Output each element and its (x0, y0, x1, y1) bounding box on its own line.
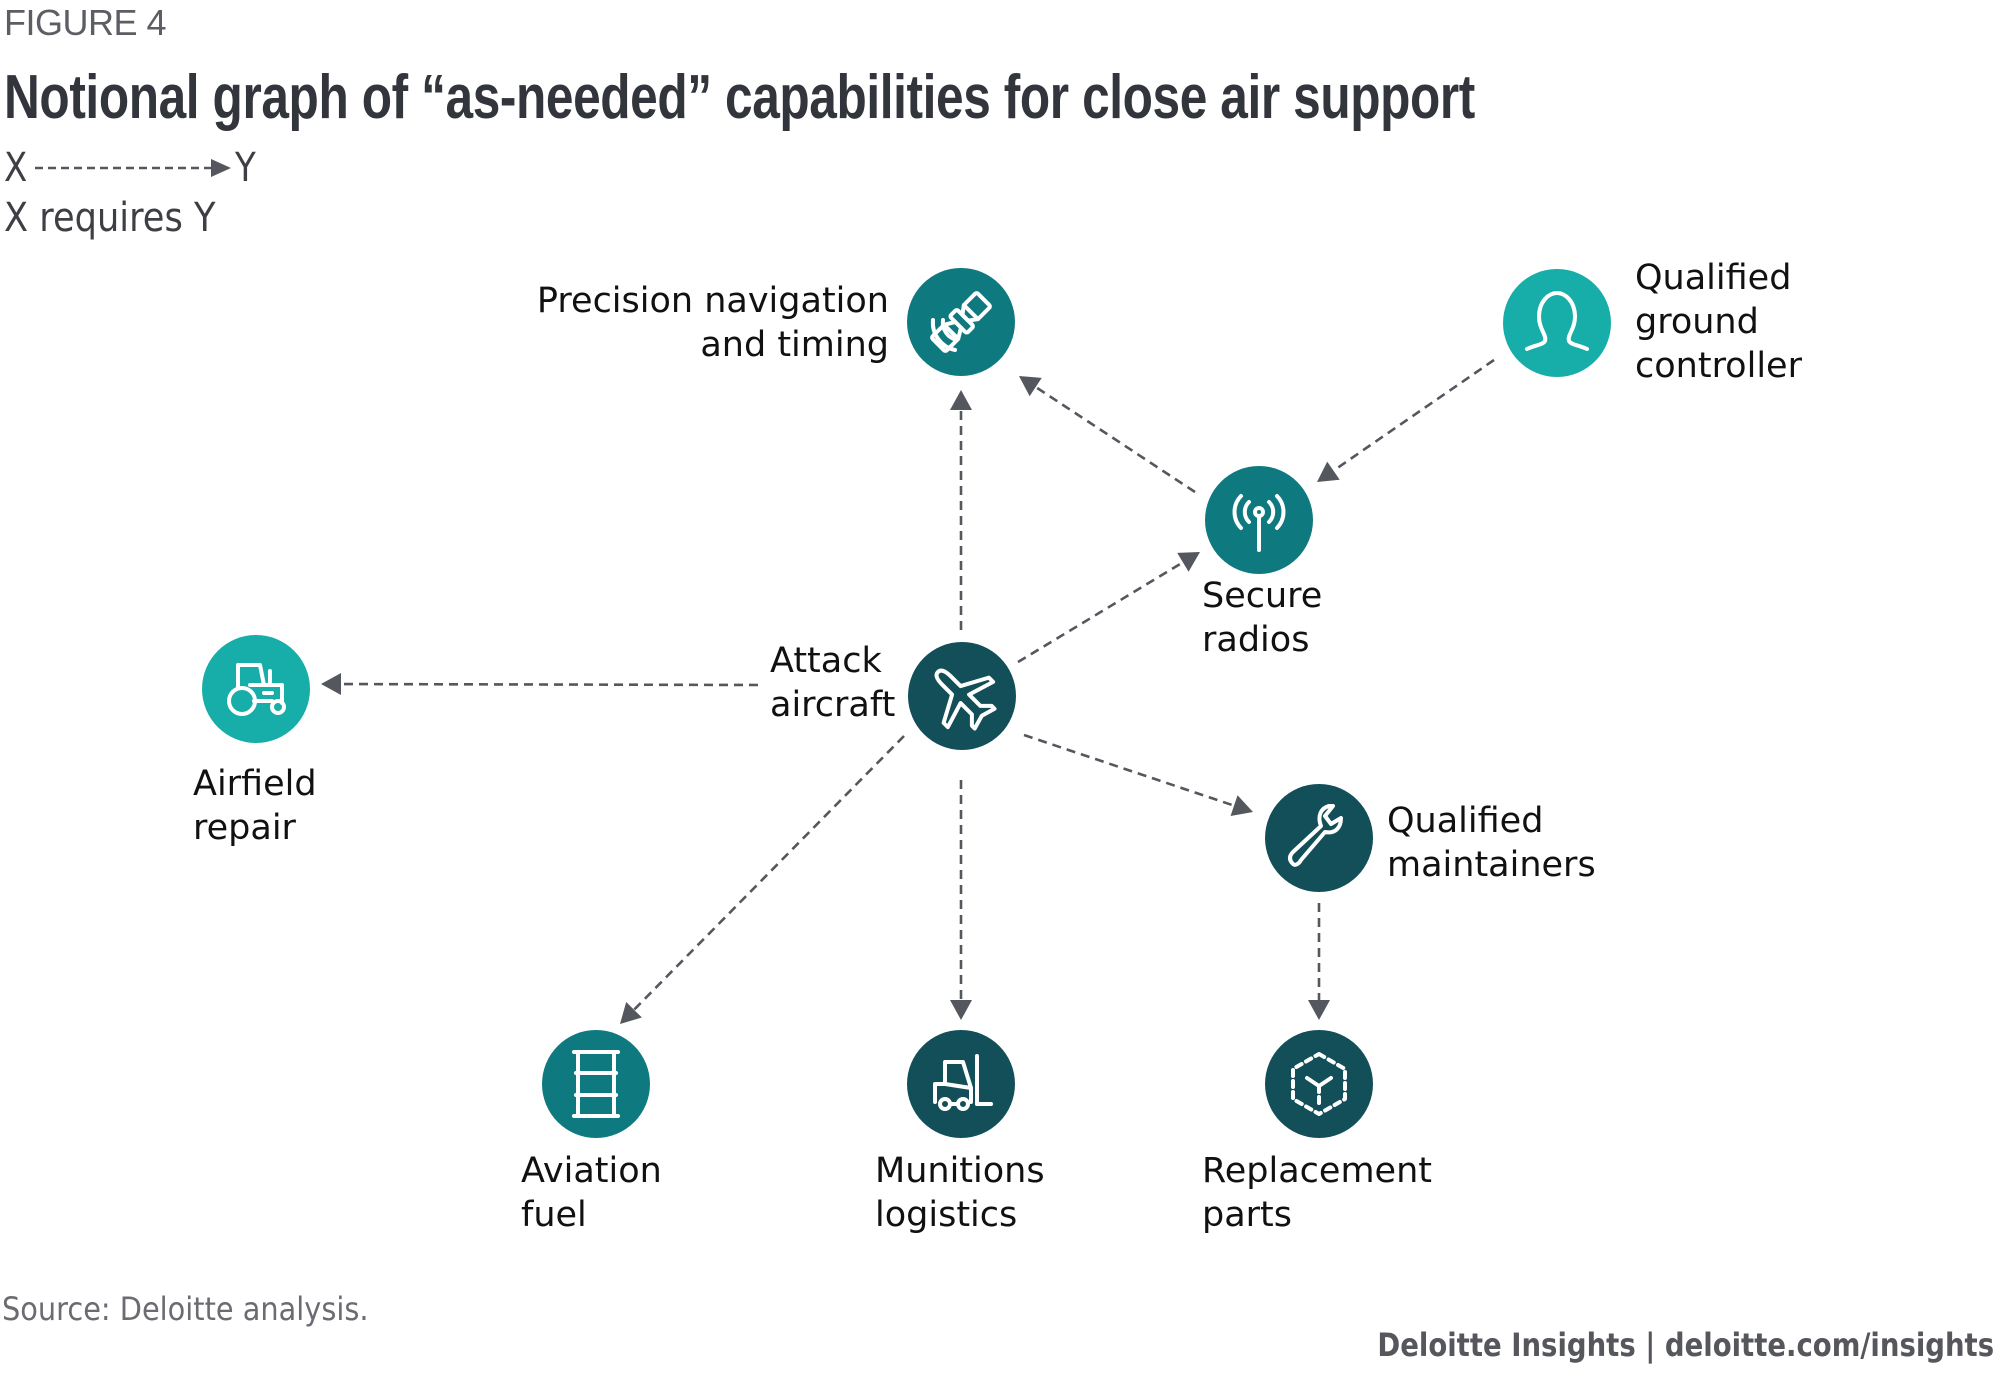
node-label-line: maintainers (1387, 845, 1596, 885)
edges-layer (321, 358, 1495, 1024)
node-circle (907, 1030, 1015, 1138)
figure-title: Notional graph of “as-needed” capabiliti… (4, 63, 1475, 132)
forklift-icon (933, 1054, 993, 1111)
arrowhead-icon (1230, 795, 1253, 817)
arrowhead-icon (620, 1002, 642, 1024)
node-circle (202, 635, 310, 743)
node-label-line: Precision navigation (537, 281, 889, 321)
figure-label: FIGURE 4 (4, 2, 167, 43)
edge-secure-radios-requires-precision-nav (1034, 385, 1196, 494)
legend-description: X requires Y (4, 195, 216, 241)
airplane-icon (934, 668, 997, 731)
edge-attack-aircraft-requires-maintainers (1023, 733, 1235, 807)
person-icon (1525, 291, 1589, 351)
node-label-line: Munitions (875, 1151, 1045, 1191)
node-label-line: parts (1202, 1195, 1292, 1235)
node-label-line: aircraft (770, 685, 895, 725)
tractor-icon (227, 663, 286, 716)
edge-attack-aircraft-requires-airfield-repair (340, 682, 759, 687)
node-label-line: Qualified (1387, 801, 1543, 841)
node-circle (907, 268, 1015, 376)
edge-attack-aircraft-requires-secure-radios (1017, 561, 1184, 664)
node-circle (542, 1030, 650, 1138)
node-circle (908, 642, 1016, 750)
legend-to-symbol: Y (235, 145, 257, 191)
source-note: Source: Deloitte analysis. (2, 1290, 369, 1328)
node-label-line: repair (193, 808, 297, 848)
node-label-line: Replacement (1202, 1151, 1432, 1191)
node-label-line: Secure (1202, 576, 1322, 616)
node-label-line: radios (1202, 620, 1309, 660)
arrowhead-icon (950, 1000, 972, 1020)
edge-attack-aircraft-requires-aviation-fuel (633, 735, 905, 1011)
node-label-line: Attack (770, 641, 882, 681)
arrowhead-icon (950, 390, 972, 410)
node-label-line: Aviation (521, 1151, 662, 1191)
legend-arrow-row: X Y (4, 143, 260, 193)
legend-dashed-arrow-icon (35, 159, 232, 177)
satellite-icon (930, 291, 992, 353)
node-label-line: ground (1635, 302, 1759, 342)
node-label-line: Airfield (193, 764, 317, 804)
radio-antenna-icon (1232, 494, 1286, 552)
arrowhead-icon (1308, 1000, 1330, 1020)
node-label-line: logistics (875, 1195, 1017, 1235)
arrowhead-icon (1019, 376, 1042, 397)
node-circle (1503, 269, 1611, 377)
fuel-barrel-icon (572, 1050, 620, 1118)
node-label-line: controller (1635, 346, 1803, 386)
arrowhead-icon (321, 673, 342, 696)
legend: X Y X requires Y (4, 143, 260, 243)
node-label-line: Qualified (1635, 258, 1791, 298)
arrowhead-icon (1317, 461, 1340, 482)
cube-icon (1291, 1052, 1347, 1116)
node-label-line: and timing (700, 325, 889, 365)
node-label-line: fuel (521, 1195, 587, 1235)
wrench-icon (1288, 804, 1343, 867)
arrowhead-icon (1177, 552, 1200, 572)
footer-credit[interactable]: Deloitte Insights | deloitte.com/insight… (1377, 1326, 1994, 1364)
edge-ground-controller-requires-secure-radios (1332, 358, 1495, 472)
legend-from-symbol: X (4, 145, 28, 191)
